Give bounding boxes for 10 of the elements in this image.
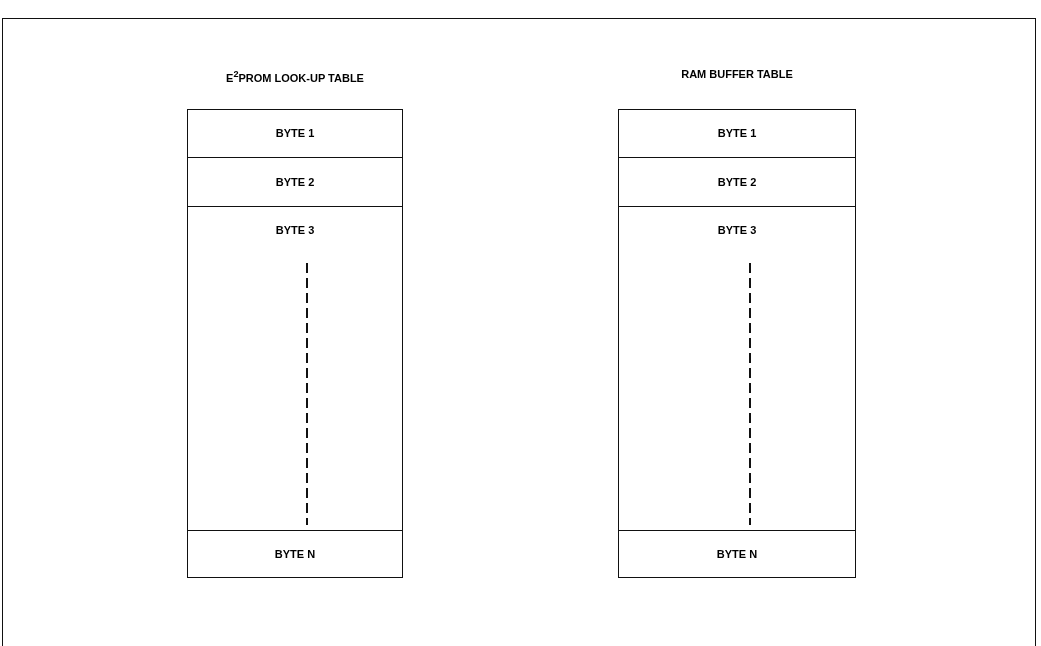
byte-label: BYTE 1 (275, 126, 315, 139)
byte-label: BYTE 3 (717, 224, 757, 236)
byte-label: BYTE 2 (275, 175, 315, 188)
byte-label: BYTE N (716, 548, 758, 560)
byte-label: BYTE N (274, 548, 316, 560)
table-heading: RAM BUFFER TABLE (680, 68, 794, 81)
byte-label: BYTE 1 (717, 126, 757, 139)
table-heading: E$^{2}$PROM LOOK-UP TABLE (225, 68, 365, 85)
byte-label: BYTE 2 (717, 175, 757, 188)
byte-label: BYTE 3 (275, 224, 315, 236)
